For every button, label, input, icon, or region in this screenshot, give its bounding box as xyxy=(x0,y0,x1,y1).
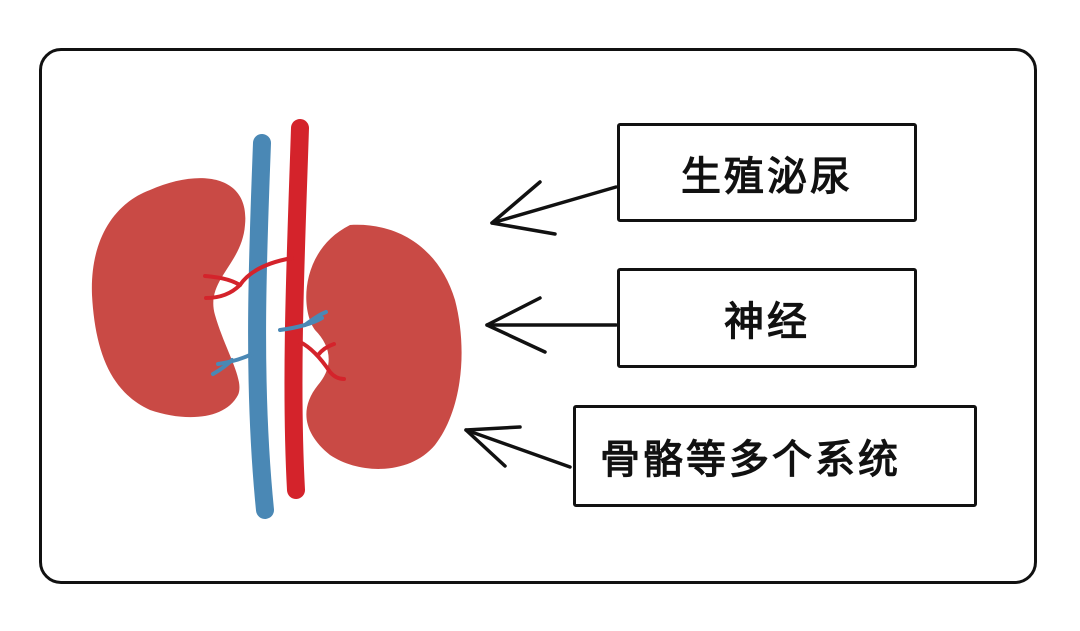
label-skeletal-systems: 骨骼等多个系统 xyxy=(573,405,977,507)
right-renal-artery-branch xyxy=(316,342,336,357)
left-renal-vein xyxy=(216,350,258,366)
arrow-nervous xyxy=(485,296,618,354)
right-renal-artery xyxy=(298,340,346,381)
left-renal-artery-branch xyxy=(203,274,242,287)
label-nervous: 神经 xyxy=(617,268,917,368)
left-kidney xyxy=(91,178,246,418)
label-reproductive-urinary: 生殖泌尿 xyxy=(617,123,917,222)
vena-cava xyxy=(248,134,274,519)
arrow-skeletal xyxy=(464,425,572,469)
aorta xyxy=(284,119,309,499)
right-kidney xyxy=(306,224,462,469)
right-renal-vein xyxy=(278,316,324,332)
arrow-reproductive xyxy=(490,180,618,236)
right-renal-vein-branch xyxy=(303,310,328,327)
left-renal-vein-branch xyxy=(211,358,234,376)
